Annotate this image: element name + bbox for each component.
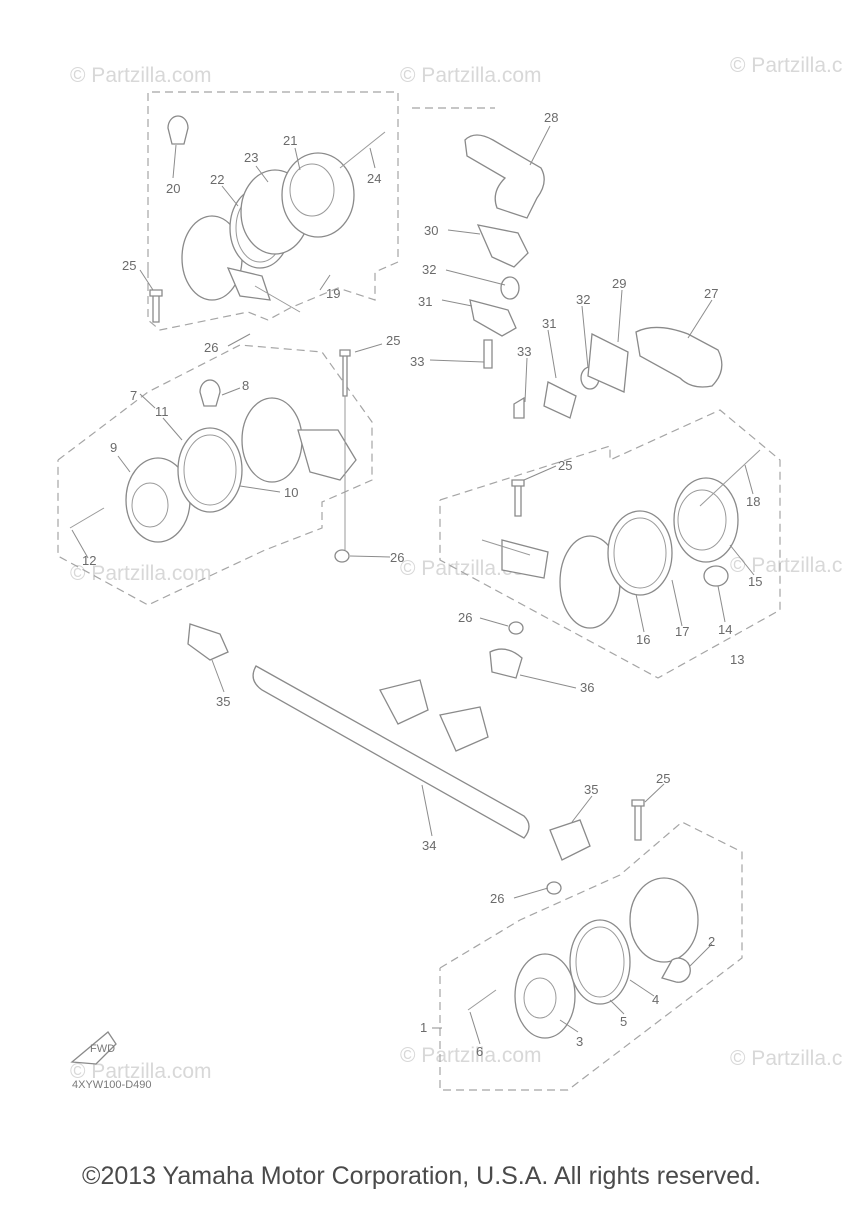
callout-23: 23: [244, 150, 258, 165]
rear-left-flasher-assembly: [147, 91, 399, 331]
callout-26: 26: [204, 340, 218, 355]
callout-6: 6: [476, 1044, 483, 1059]
front-flasher-stay-assembly: [412, 107, 723, 419]
callout-26: 26: [490, 891, 504, 906]
callout-30: 30: [424, 223, 438, 238]
callout-10: 10: [284, 485, 298, 500]
callout-32: 32: [422, 262, 436, 277]
fwd-label: FWD: [90, 1043, 115, 1055]
callout-8: 8: [242, 378, 249, 393]
callout-18: 18: [746, 494, 760, 509]
callout-25: 25: [122, 258, 136, 273]
callout-12: 12: [82, 553, 96, 568]
callout-25: 25: [558, 458, 572, 473]
callout-4: 4: [652, 992, 659, 1007]
front-right-flasher-assembly: [439, 409, 781, 679]
callout-32: 32: [576, 292, 590, 307]
callout-21: 21: [283, 133, 297, 148]
rear-right-flasher-assembly: [439, 799, 743, 1091]
callout-36: 36: [580, 680, 594, 695]
callout-1: 1: [420, 1020, 427, 1035]
copyright-notice: ©2013 Yamaha Motor Corporation, U.S.A. A…: [82, 1162, 761, 1190]
callout-34: 34: [422, 838, 436, 853]
callout-25: 25: [386, 333, 400, 348]
callout-11: 11: [155, 404, 169, 419]
callout-33: 33: [410, 354, 424, 369]
callout-7: 7: [130, 388, 137, 403]
watermark: © Partzilla.com: [70, 64, 212, 87]
watermark: © Partzilla.com: [70, 562, 212, 585]
callout-16: 16: [636, 632, 650, 647]
callout-35: 35: [584, 782, 598, 797]
callout-20: 20: [166, 181, 180, 196]
front-left-flasher-assembly: [57, 344, 373, 606]
callout-25: 25: [656, 771, 670, 786]
leader-lines: [71, 125, 755, 1045]
callout-35: 35: [216, 694, 230, 709]
callout-28: 28: [544, 110, 558, 125]
callout-26: 26: [390, 550, 404, 565]
callout-13: 13: [730, 652, 744, 667]
diagram-code: 4XYW100-D490: [72, 1079, 152, 1091]
callout-24: 24: [367, 171, 381, 186]
callout-27: 27: [704, 286, 718, 301]
callout-33: 33: [517, 344, 531, 359]
callout-15: 15: [748, 574, 762, 589]
callout-2: 2: [708, 934, 715, 949]
callout-14: 14: [718, 622, 732, 637]
watermark: © Partzilla.com: [70, 1060, 212, 1083]
callout-3: 3: [576, 1034, 583, 1049]
watermark: © Partzilla.com: [730, 1047, 843, 1070]
callout-31: 31: [542, 316, 556, 331]
callout-17: 17: [675, 624, 689, 639]
watermark: © Partzilla.com: [400, 1044, 542, 1067]
callout-5: 5: [620, 1014, 627, 1029]
callout-31: 31: [418, 294, 432, 309]
callout-9: 9: [110, 440, 117, 455]
callout-26: 26: [458, 610, 472, 625]
watermark: © Partzilla.com: [730, 554, 843, 577]
watermark: © Partzilla.com: [730, 54, 843, 77]
watermark: © Partzilla.com: [400, 64, 542, 87]
callout-22: 22: [210, 172, 224, 187]
fwd-arrow-icon: FWD: [70, 1031, 117, 1065]
flasher-stay-bar: [187, 623, 591, 861]
callout-19: 19: [326, 286, 340, 301]
callout-29: 29: [612, 276, 626, 291]
callout-labels: 20 21 23 22 24 25 19 26 28 30 32 31 33 3…: [82, 110, 762, 1059]
